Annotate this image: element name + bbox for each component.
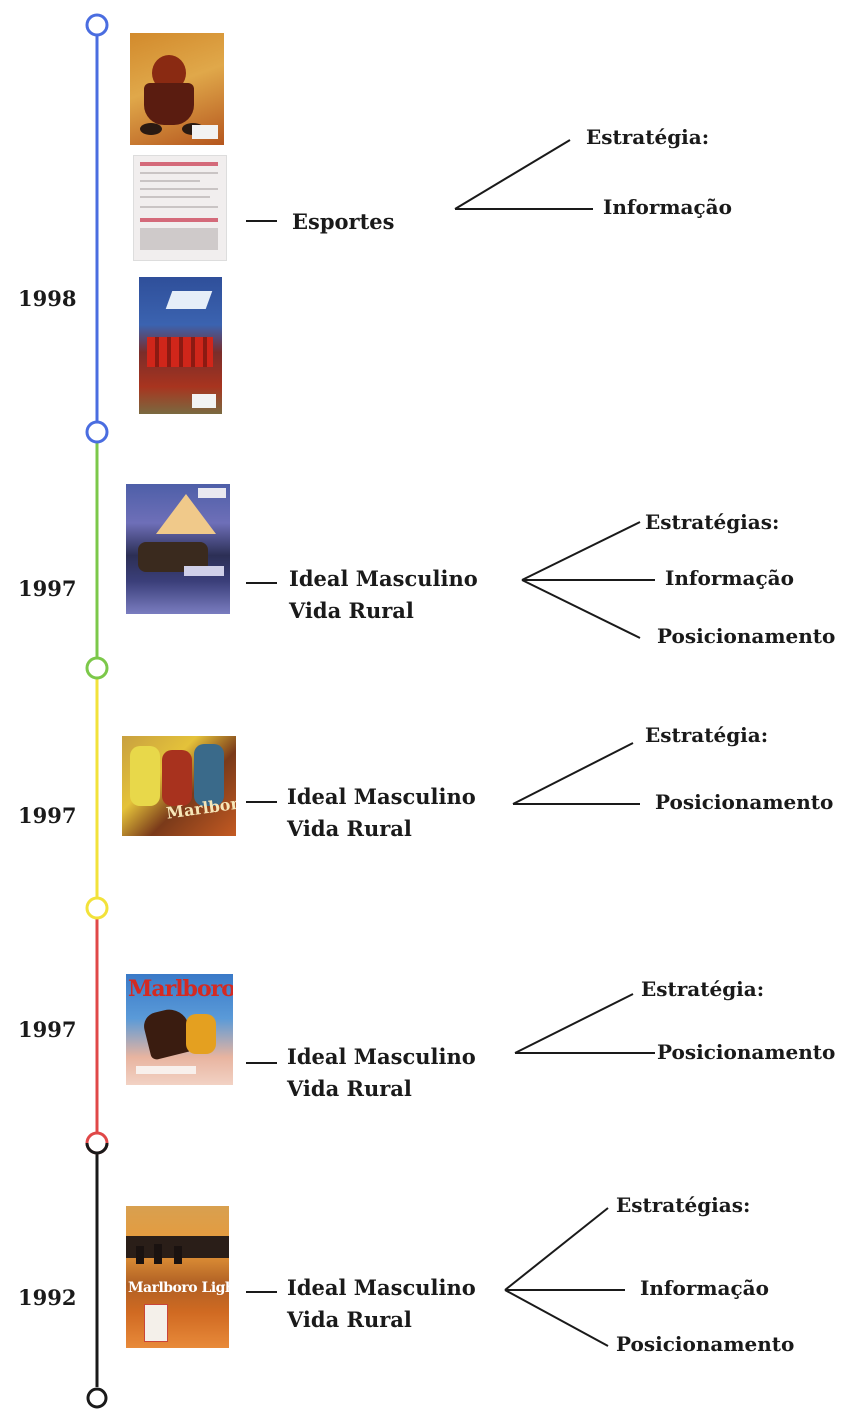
- ad-thumbnail-red-flags: [139, 277, 222, 414]
- theme-label: Ideal Masculino: [289, 566, 478, 591]
- strategy-heading: Estratégia:: [586, 125, 710, 149]
- strategy-item: Informação: [665, 566, 794, 590]
- branch-line: [454, 139, 571, 210]
- ad-thumbnail-motorcycle: [130, 33, 224, 145]
- strategy-item: Posicionamento: [616, 1332, 795, 1356]
- ad-thumbnail-cowboys-painting: Marlboro: [122, 736, 236, 836]
- strategy-heading: Estratégias:: [616, 1193, 751, 1217]
- year-label: 1997: [18, 1017, 77, 1042]
- year-label: 1998: [18, 286, 77, 311]
- strategy-heading: Estratégia:: [641, 977, 765, 1001]
- timeline-node: [86, 1387, 108, 1409]
- year-label: 1997: [18, 803, 77, 828]
- branch-line: [504, 1207, 609, 1291]
- strategy-item: Informação: [640, 1276, 769, 1300]
- theme-label: Ideal Masculino: [287, 1275, 476, 1300]
- branch-line: [514, 993, 634, 1054]
- ad-thumbnail-mountain-horseback: [126, 484, 230, 614]
- timeline-node: [85, 13, 109, 37]
- ad-brand-text: Marlboro: [128, 976, 233, 1002]
- timeline-node: [85, 896, 109, 920]
- branch-line: [521, 579, 641, 639]
- strategy-item: Posicionamento: [657, 1040, 836, 1064]
- ad-thumbnail-marlboro-lights: Marlboro Lights: [126, 1206, 229, 1348]
- theme-label: Vida Rural: [287, 816, 412, 841]
- theme-label: Vida Rural: [287, 1307, 412, 1332]
- timeline-node: [85, 420, 109, 444]
- theme-label: Esportes: [292, 209, 395, 234]
- ad-brand-text: Marlboro Lights: [128, 1280, 229, 1296]
- strategy-item: Posicionamento: [655, 790, 834, 814]
- theme-label: Vida Rural: [289, 598, 414, 623]
- theme-label: Ideal Masculino: [287, 784, 476, 809]
- strategy-heading: Estratégia:: [645, 723, 769, 747]
- strategy-item: Posicionamento: [657, 624, 836, 648]
- branch-line: [504, 1289, 609, 1347]
- branch-line: [521, 521, 641, 581]
- ad-thumbnail-text-document: [133, 155, 227, 261]
- strategy-heading: Estratégias:: [645, 510, 780, 534]
- timeline-node: [85, 656, 109, 680]
- theme-label: Ideal Masculino: [287, 1044, 476, 1069]
- theme-label: Vida Rural: [287, 1076, 412, 1101]
- year-label: 1992: [18, 1285, 77, 1310]
- timeline-node-half: [85, 1142, 109, 1155]
- ad-thumbnail-marlboro-horse: Marlboro: [126, 974, 233, 1085]
- strategy-item: Informação: [603, 195, 732, 219]
- branch-line: [512, 742, 634, 805]
- year-label: 1997: [18, 576, 77, 601]
